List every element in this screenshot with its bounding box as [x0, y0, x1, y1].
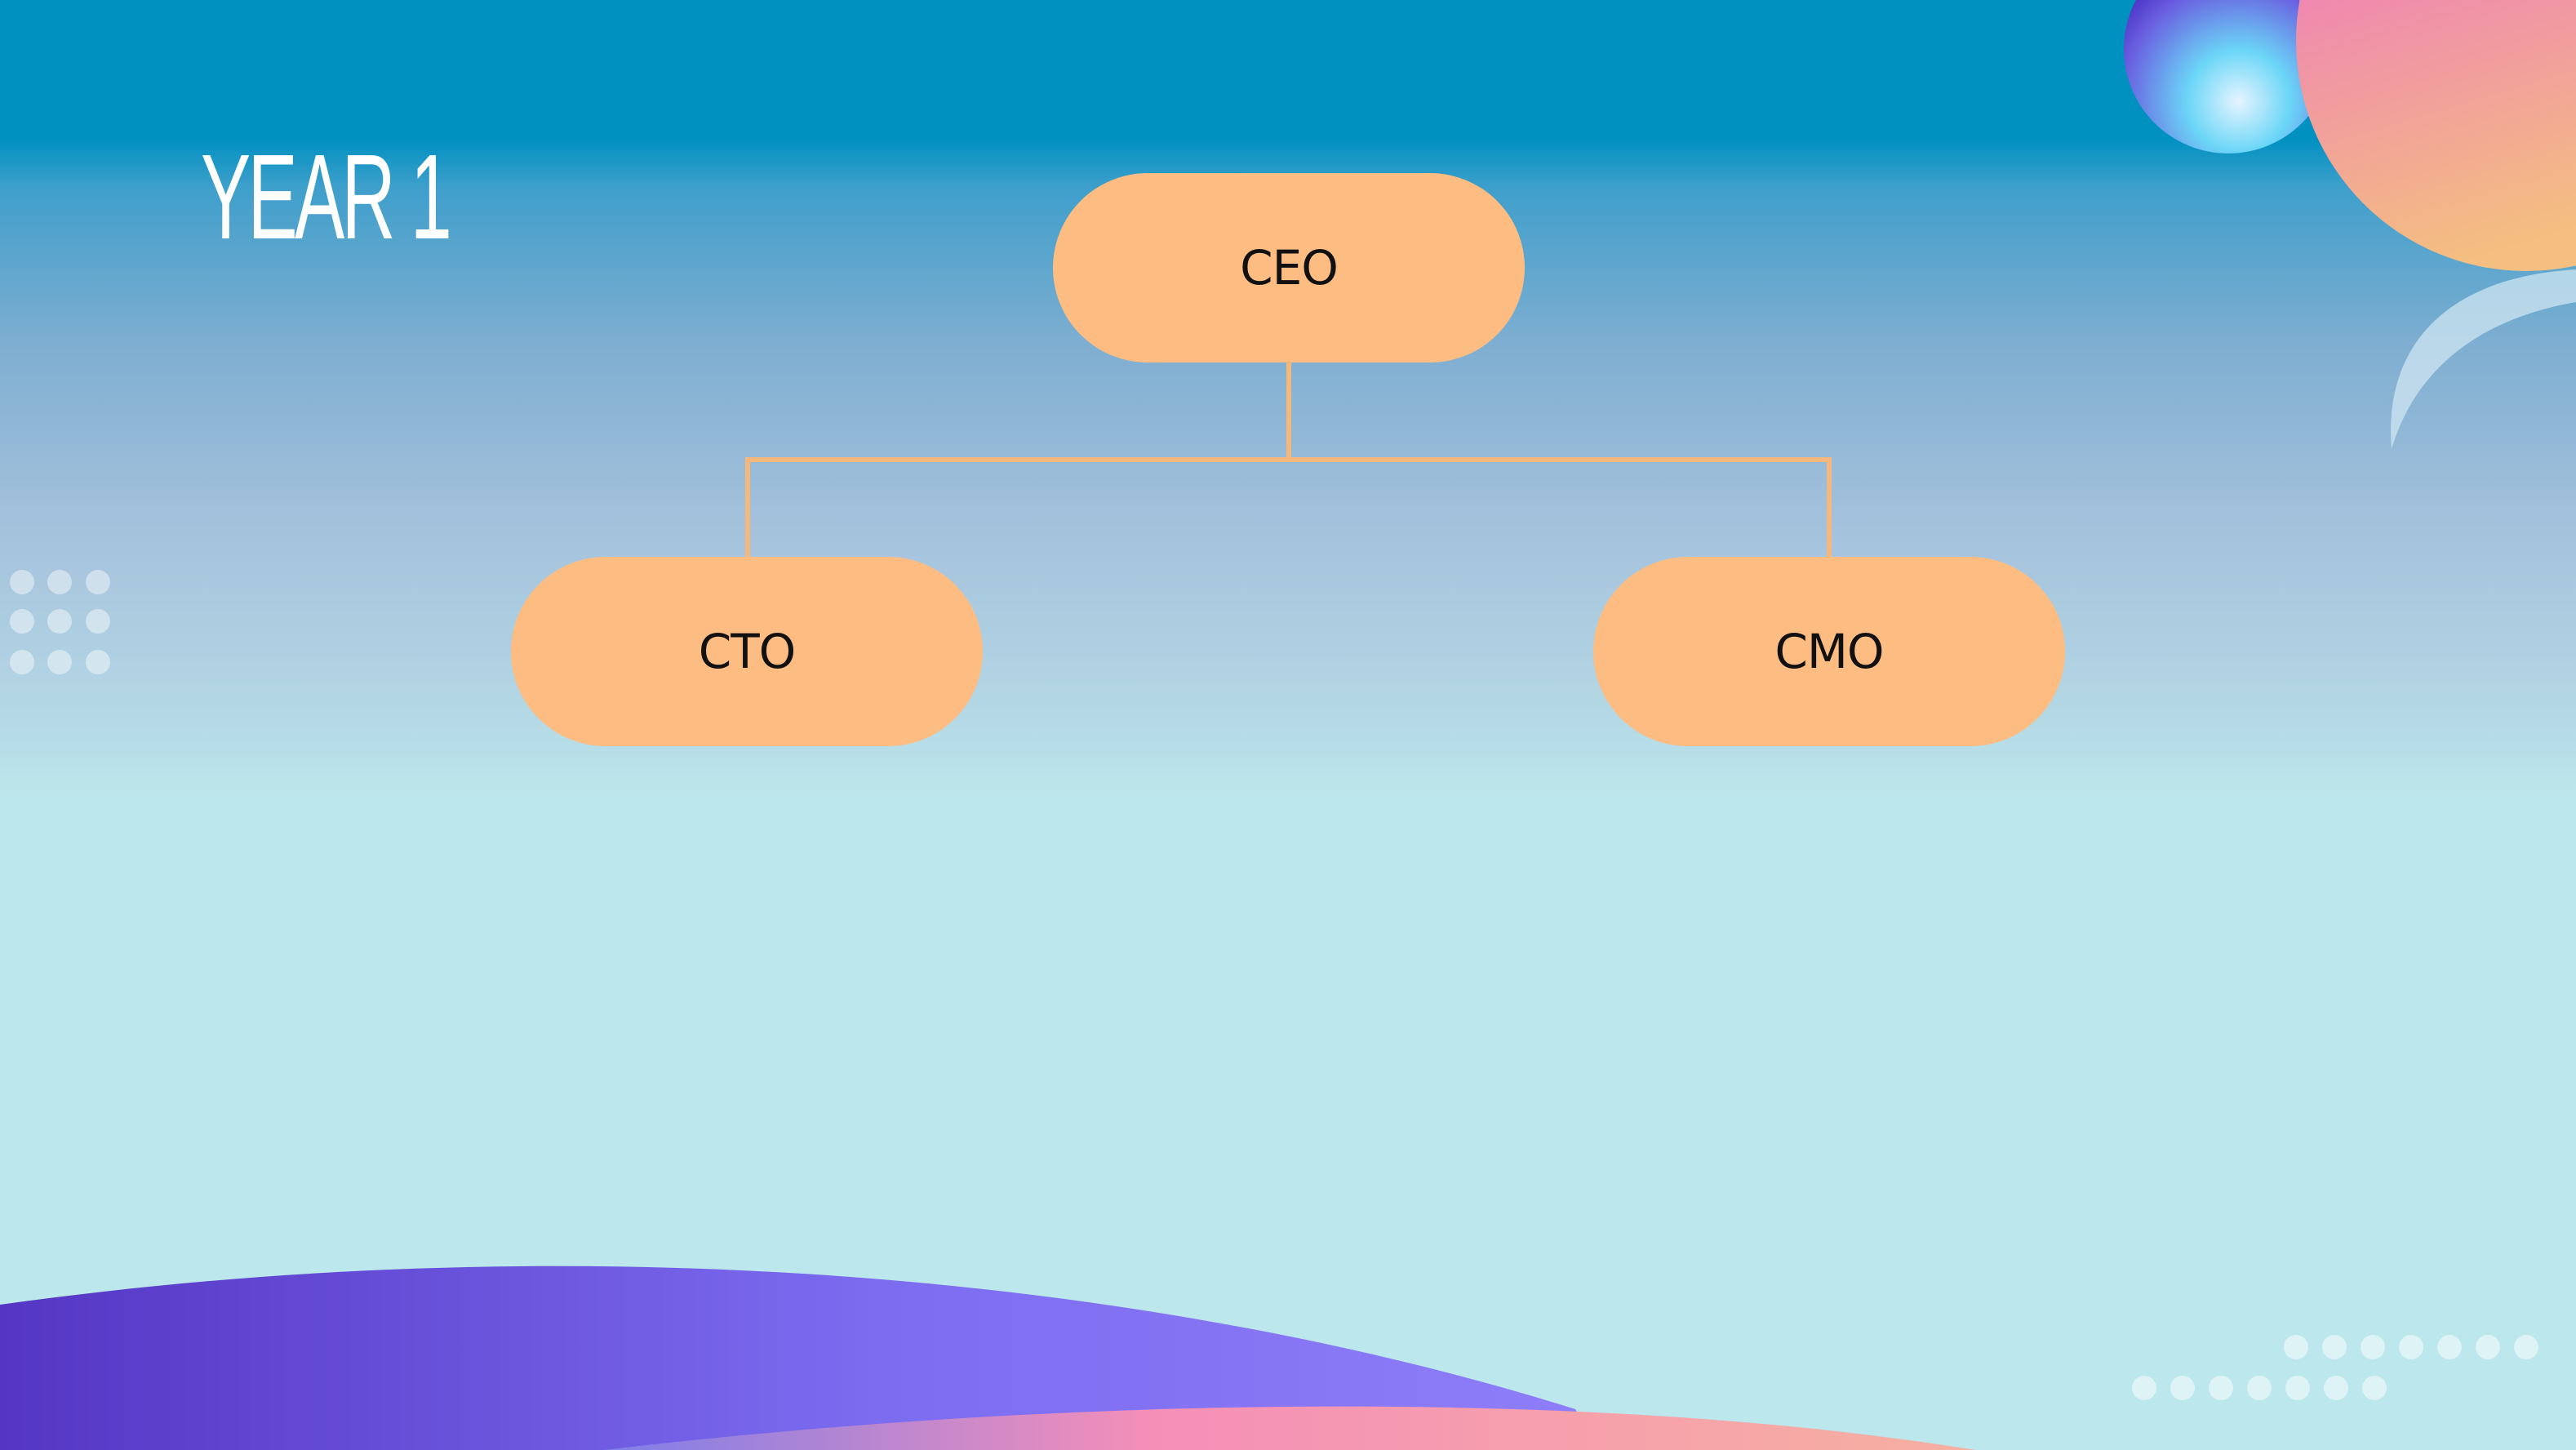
decorative-blob	[2296, 0, 2576, 271]
decorative-wave-pink	[604, 1406, 1975, 1450]
decorative-arc	[2391, 269, 2576, 449]
org-node-cmo: CMO	[1593, 557, 2065, 746]
decorative-orb	[2124, 0, 2333, 153]
org-node-cto-label: CTO	[698, 624, 797, 679]
slide-title: YEAR 1	[201, 130, 452, 265]
org-node-cto: CTO	[511, 557, 983, 746]
decorative-wave-purple	[0, 1265, 1600, 1450]
dot-grid-left	[10, 570, 110, 674]
org-node-cmo-label: CMO	[1774, 624, 1884, 679]
org-node-ceo: CEO	[1053, 173, 1525, 362]
org-node-ceo-label: CEO	[1240, 240, 1339, 296]
dot-grid-bottom-right	[2132, 1335, 2538, 1400]
